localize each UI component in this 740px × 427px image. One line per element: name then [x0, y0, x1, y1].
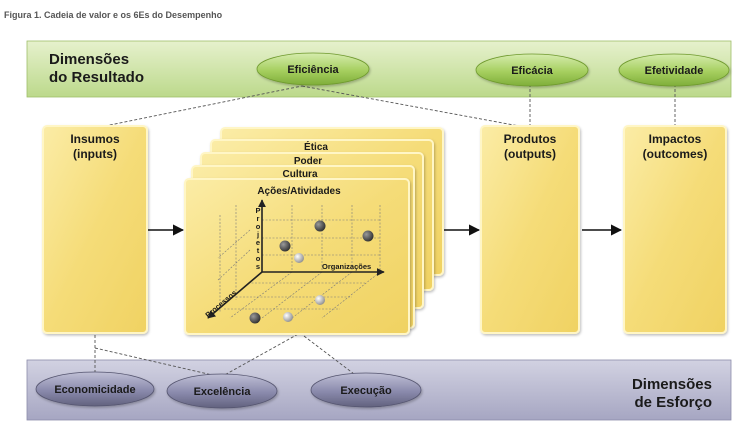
impactos-title: Impactos: [649, 132, 702, 146]
depth-axis: [207, 271, 263, 319]
effort-band-title-line1: Dimensões: [632, 376, 712, 393]
eficiencia-oval: Eficiência: [256, 52, 370, 86]
excelencia-oval: Excelência: [166, 373, 278, 409]
data-point: [315, 295, 325, 305]
data-point: [283, 312, 293, 322]
data-point: [279, 240, 291, 252]
connector-eficiencia-produtos: [301, 85, 531, 129]
stack-label-etica: Ética: [304, 140, 328, 153]
stack-label-acoes: Ações/Atividades: [257, 186, 341, 197]
result-band-title-line2: do Resultado: [49, 69, 144, 86]
connector-stack-execucao: [299, 332, 359, 378]
impactos-subtitle: (outcomes): [643, 147, 708, 161]
produtos-subtitle: (outputs): [504, 147, 556, 161]
figure-caption: Figura 1. Cadeia de valor e os 6Es do De…: [4, 10, 223, 20]
result-band-title-line1: Dimensões: [49, 51, 129, 68]
insumos-subtitle: (inputs): [73, 147, 117, 161]
excelencia-label: Excelência: [194, 386, 252, 398]
connector-insumos-excelencia: [94, 347, 222, 378]
stack-label-cultura: Cultura: [283, 169, 318, 180]
insumos-title: Insumos: [70, 132, 120, 146]
economicidade-oval: Economicidade: [35, 371, 155, 407]
data-point: [314, 220, 326, 232]
connector-insumos-eficiencia: [94, 85, 303, 129]
stack-label-poder: Poder: [294, 156, 322, 167]
data-point: [362, 230, 374, 242]
execucao-label: Execução: [340, 385, 392, 397]
effort-band-title-line2: de Esforço: [634, 394, 712, 411]
connector-excelencia-stack: [220, 332, 301, 378]
eficiencia-label: Eficiência: [287, 64, 339, 76]
insumos-box: Insumos (inputs): [42, 125, 148, 334]
execucao-oval: Execução: [310, 372, 422, 408]
produtos-title: Produtos: [504, 132, 557, 146]
data-point: [249, 312, 261, 324]
produtos-box: Produtos (outputs): [480, 125, 580, 334]
efetividade-oval: Efetividade: [618, 53, 730, 87]
result-dimensions-band: [26, 40, 732, 98]
axis-label-organizacoes: Organizações: [322, 262, 371, 271]
eficacia-label: Eficácia: [511, 65, 553, 77]
efetividade-label: Efetividade: [645, 65, 704, 77]
data-point: [294, 253, 304, 263]
impactos-box: Impactos (outcomes): [623, 125, 727, 334]
economicidade-label: Economicidade: [54, 384, 135, 396]
eficacia-oval: Eficácia: [475, 53, 589, 87]
